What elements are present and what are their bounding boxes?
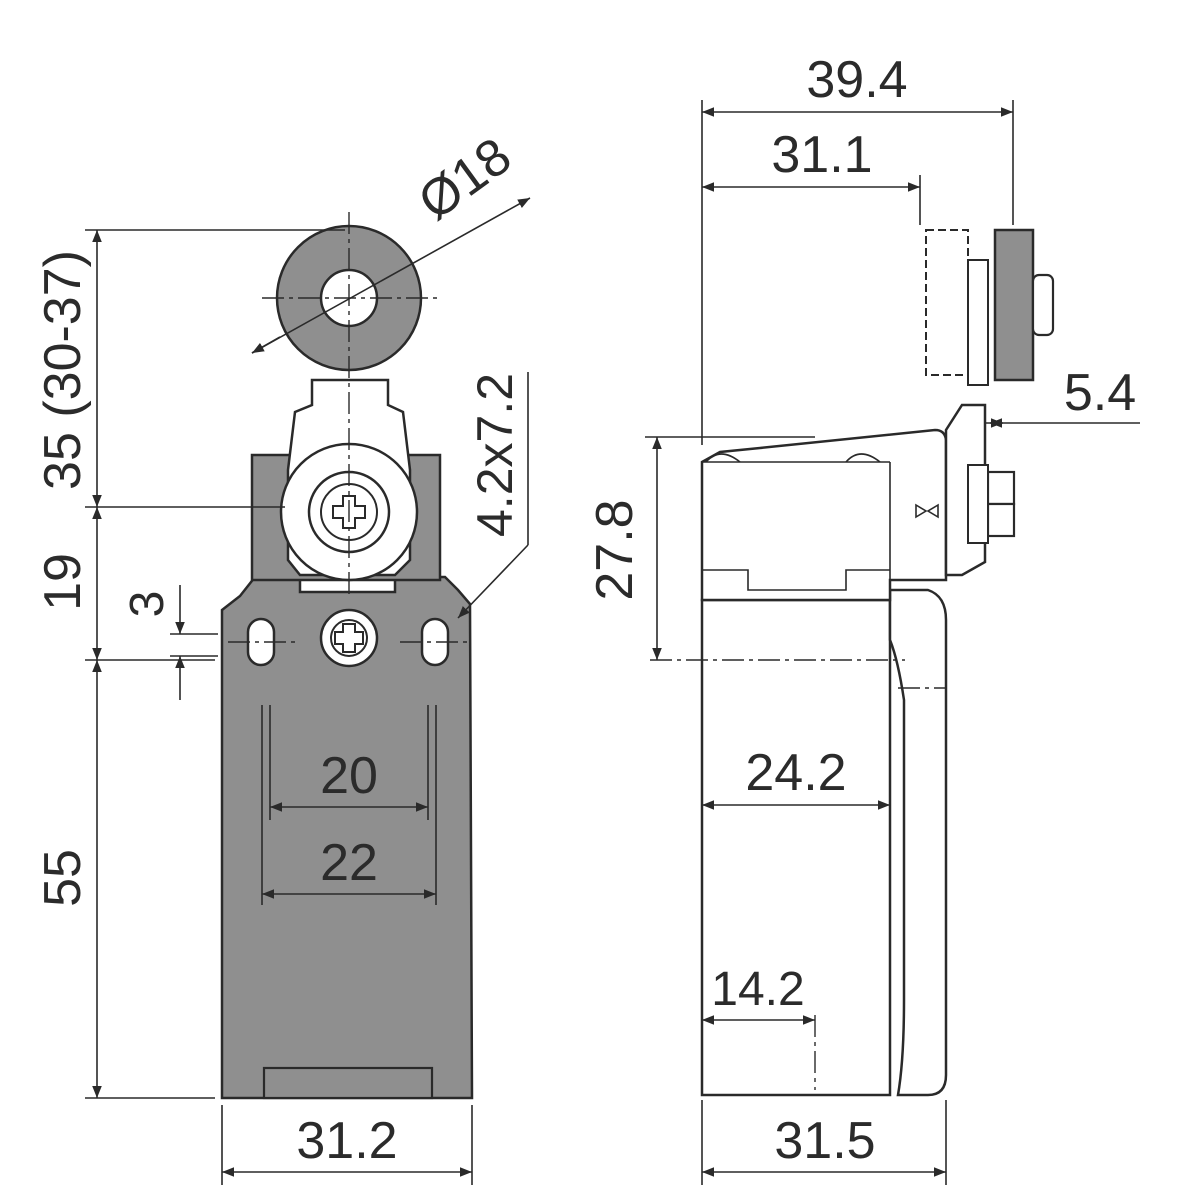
label-side-width: 31.5 [774, 1112, 875, 1170]
nut-icon [986, 470, 1016, 506]
dimension-labels: 39.4 31.1 5.4 27.8 24.2 14.2 31.5 Ø18 4.… [34, 51, 1136, 1170]
side-view [645, 100, 1140, 1185]
label-body-height: 55 [34, 849, 92, 907]
side-cover [888, 588, 948, 1097]
label-roller-offset: 31.1 [771, 126, 872, 184]
label-hole-spacing-outer: 22 [320, 834, 378, 892]
label-side-inner-width: 24.2 [745, 744, 846, 802]
label-lever-length: 35 (30-37) [34, 250, 92, 490]
label-slot-size: 4.2x7.2 [467, 373, 523, 537]
label-roller-diameter: Ø18 [408, 127, 522, 232]
label-lever-offset: 5.4 [1064, 364, 1136, 422]
label-head-height: 27.8 [586, 499, 644, 600]
label-hole-spacing-inner: 20 [320, 747, 378, 805]
alt-roller-position [925, 229, 969, 376]
mount-slot-left [246, 617, 276, 667]
front-bottom-tab [262, 1066, 434, 1100]
label-front-width: 31.2 [296, 1112, 397, 1170]
label-side-depth-partial: 14.2 [711, 963, 804, 1016]
side-head [700, 428, 948, 602]
side-roller [993, 228, 1035, 382]
front-view [85, 197, 531, 1185]
label-slot-travel: 3 [121, 591, 174, 618]
label-overall-depth: 39.4 [806, 51, 907, 109]
mount-slot-right [420, 617, 450, 667]
label-upper-height: 19 [34, 553, 92, 611]
